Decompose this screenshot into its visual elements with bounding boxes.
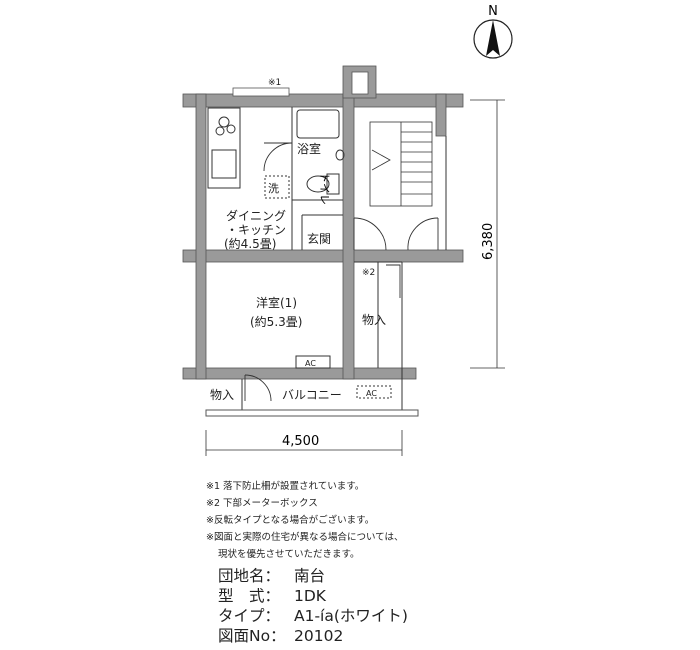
bathtub: [296, 109, 340, 139]
dining-label-3: (約4.5畳): [224, 236, 276, 251]
unit-info: 団地名： 南台 型 式： 1DK タイプ： A1-ía(ホワイト) 図面No： 2010…: [218, 566, 408, 646]
ac-balcony-label: AC: [366, 389, 377, 398]
washer-space: [264, 175, 290, 199]
complex-value: 南台: [294, 567, 326, 585]
width-dimension-label: 4,500: [282, 434, 319, 449]
type-value: A1-ía(ホワイト): [294, 607, 408, 625]
marker-1: ※1: [268, 78, 281, 88]
model-value: 1DK: [294, 587, 326, 605]
note-4: ※図面と実際の住宅が異なる場合については、: [206, 532, 404, 543]
complex-label: 団地名：: [218, 567, 281, 585]
marker-2: ※2: [362, 268, 375, 278]
note-3: ※反転タイプとなる場合がございます。: [206, 515, 375, 526]
depth-dimension-label: 6,380: [481, 223, 496, 260]
type-label: タイプ：: [218, 607, 281, 625]
ac-box-indoor: [295, 355, 331, 369]
note-2: ※2 下部メーターボックス: [206, 498, 318, 509]
north-compass-icon: N: [473, 4, 513, 59]
window-top: [232, 87, 290, 97]
depth-dimension: [470, 99, 505, 369]
note-1: ※1 落下防止柵が設置されています。: [206, 481, 365, 492]
bath-sink: [335, 149, 345, 161]
entrance-label: 玄関: [307, 231, 331, 246]
drawing-label: 図面No：: [218, 627, 286, 645]
western-room-label-1: 洋室(1): [256, 295, 297, 310]
dining-label-2: ・キッチン: [226, 223, 286, 237]
dining-label-1: ダイニング: [226, 208, 286, 223]
western-room-label-2: (約5.3畳): [250, 314, 302, 329]
bath-label: 浴室: [297, 141, 321, 156]
stairs: [369, 121, 433, 207]
toilet-label: トイレ: [318, 172, 331, 205]
storage-right-label: 物入: [362, 313, 386, 327]
floor-plan: N: [182, 4, 513, 456]
balcony-rail: [205, 409, 419, 417]
drawing-value: 20102: [294, 627, 344, 645]
north-label: N: [488, 4, 498, 19]
ac-box-balcony: [356, 385, 392, 399]
kitchen-counter: [207, 107, 241, 189]
ac-indoor-label: AC: [305, 359, 316, 368]
notes: ※1 落下防止柵が設置されています。 ※2 下部メーターボックス ※反転タイプと…: [206, 478, 404, 563]
washer-label: 洗: [268, 182, 279, 195]
storage-left-label: 物入: [210, 388, 234, 402]
toilet-icon: [306, 173, 340, 195]
width-dimension: [205, 430, 403, 456]
balcony-label: バルコニー: [282, 388, 342, 402]
note-5: 現状を優先させていただきます。: [218, 549, 360, 560]
model-label: 型 式：: [218, 587, 281, 605]
